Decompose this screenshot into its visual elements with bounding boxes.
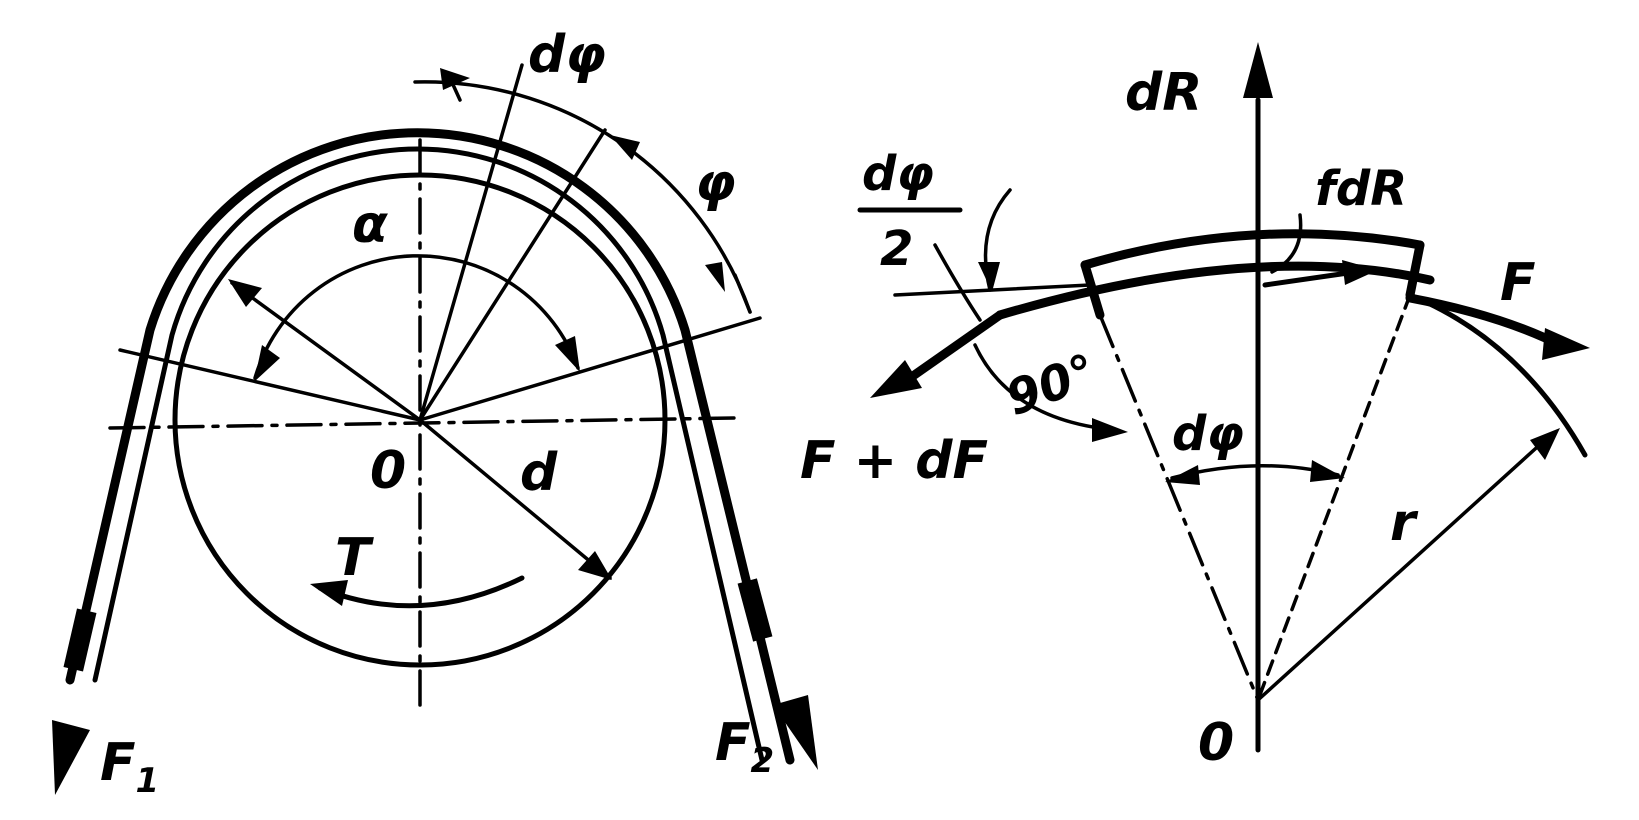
belt-element-outer <box>1080 229 1425 270</box>
label-f2-main: F <box>715 713 751 773</box>
dphi-arrowhead-2 <box>610 135 640 160</box>
dphi-arc-arrowhead-right <box>1310 460 1345 482</box>
diameter-line <box>418 418 612 580</box>
label-alpha-top: α <box>352 195 388 255</box>
wrap-angle-arrowhead-left <box>254 345 280 382</box>
label-dphi-right: dφ <box>1172 406 1244 462</box>
label-center-left: 0 <box>370 441 406 501</box>
wrap-angle-arc <box>253 254 580 380</box>
belt-outer-line <box>65 128 795 765</box>
contact-arc <box>995 261 1435 320</box>
phi-arrowhead-end <box>705 262 725 292</box>
f-plus-df-arrowhead <box>870 360 922 398</box>
radial-dashdot-left <box>1098 313 1260 702</box>
diameter-arrowhead <box>578 551 612 580</box>
belt-inner-line <box>92 146 765 763</box>
label-radius: r <box>1390 493 1419 553</box>
label-torque: T <box>335 528 374 588</box>
dphi-arc-arrowhead-left <box>1165 465 1200 485</box>
fdR-leader <box>1270 213 1303 274</box>
angle-90-arrowhead <box>1092 418 1128 442</box>
dphi-arrowhead-1 <box>440 68 470 90</box>
label-phi: φ <box>695 153 736 213</box>
fdR-arrowhead <box>1342 260 1378 285</box>
f2-belt-block <box>737 578 773 642</box>
torque-arrowhead <box>310 580 348 606</box>
f-arrowhead <box>1542 328 1590 360</box>
label-fdR: fdR <box>1315 161 1407 217</box>
diameter-line-back <box>230 281 422 422</box>
dR-arrowhead <box>1243 42 1273 98</box>
label-center-right: 0 <box>1198 713 1234 773</box>
label-F-right: F <box>1500 253 1536 313</box>
label-angle-90: 90° <box>999 343 1103 427</box>
label-f1: F1 <box>100 733 159 801</box>
label-f1-main: F <box>100 733 136 793</box>
belt-element-right-side <box>1405 240 1425 300</box>
diameter-arrowhead-back <box>228 279 262 307</box>
label-diameter: d <box>520 443 558 503</box>
contact-line-left <box>118 348 422 422</box>
label-half-dphi-num: dφ <box>862 146 934 202</box>
label-dR: dR <box>1125 63 1202 123</box>
label-f2: F2 <box>715 713 774 781</box>
fdR-line <box>1262 269 1358 288</box>
contact-line-right <box>418 316 762 422</box>
angle-90-arc <box>973 343 1117 432</box>
radial-dashed-right <box>1256 293 1412 702</box>
label-f1-sub: 1 <box>136 761 160 801</box>
label-f2-sub: 2 <box>751 741 775 781</box>
label-half-dphi-den: 2 <box>880 221 913 277</box>
radius-arrowhead <box>1530 428 1560 460</box>
right-figure-belt-element: dR fdR dφ 2 90° F F + dF dφ r 0 <box>800 42 1590 773</box>
f2-arrowhead <box>773 695 818 770</box>
label-F-plus-dF: F + dF <box>800 431 988 491</box>
left-figure-pulley: dφ φ α 0 d T F1 F2 <box>52 25 818 801</box>
torque-arc <box>317 575 525 609</box>
radial-line-1 <box>418 63 524 422</box>
half-dphi-curve-1 <box>933 243 982 322</box>
phi-arc-tick-end <box>733 273 752 314</box>
radial-line-2 <box>418 128 607 422</box>
f1-arrowhead <box>52 720 90 795</box>
f1-belt-block <box>63 608 97 672</box>
half-dphi-arrowhead <box>978 262 1000 292</box>
f-plus-df-line <box>895 310 1005 390</box>
radius-line <box>1256 438 1547 702</box>
wrap-angle-arrowhead-right <box>555 336 580 372</box>
label-dphi-left: dφ <box>528 25 606 85</box>
